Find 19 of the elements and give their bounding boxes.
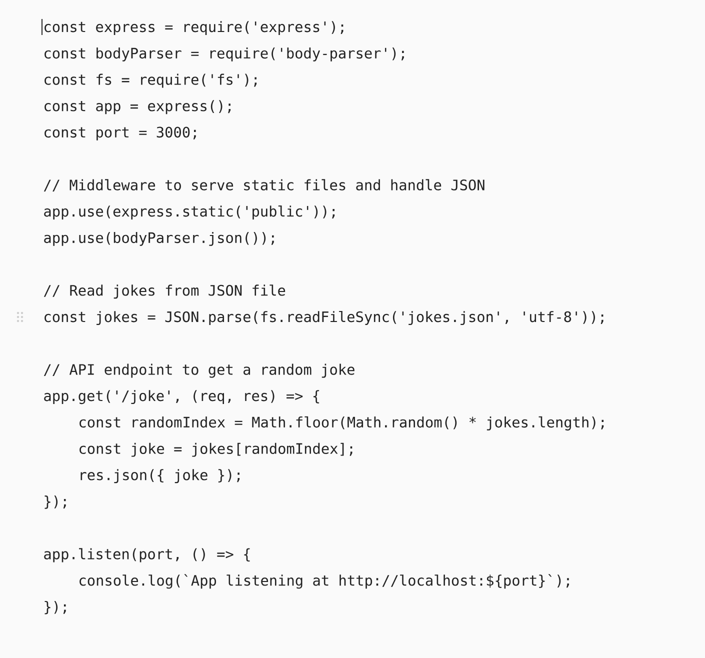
code-line: app.listen(port, () => { (44, 548, 250, 562)
code-line: app.get('/joke', (req, res) => { (44, 390, 320, 404)
code-line: const port = 3000; (44, 126, 196, 140)
code-line: }); (44, 496, 66, 509)
code-line: const randomIndex = Math.floor(Math.random() * jokes.length); (80, 416, 604, 430)
code-line: }); (44, 600, 66, 614)
code-line: const app = express(); (44, 100, 231, 114)
code-line: res.json({ joke }); (80, 469, 240, 484)
code-line: // API endpoint to get a random joke (44, 364, 354, 378)
code-line: // Middleware to serve static files and handle JSON (44, 179, 484, 192)
code-line: const express = require('express'); (44, 21, 344, 36)
code-line: const fs = require('fs'); (44, 74, 257, 88)
code-line: const joke = jokes[randomIndex]; (80, 442, 352, 457)
code-line: const bodyParser = require('body-parser'); (44, 47, 404, 62)
code-line: const jokes = JSON.parse(fs.readFileSync('jokes.json', 'utf-8')); (44, 310, 604, 325)
code-line: // Read jokes from JSON file (44, 284, 286, 299)
code-line: console.log(`App listening at http://localhost:${port}`); (80, 574, 569, 589)
code-line: app.use(bodyParser.json()); (44, 232, 274, 246)
code-line: app.use(express.static('public')); (44, 205, 335, 220)
